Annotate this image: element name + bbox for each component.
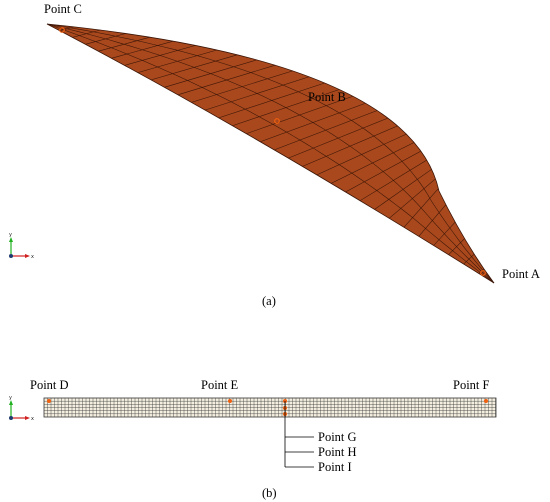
axis-triad-b: y x [9, 395, 34, 422]
point-d-label: Point D [30, 378, 69, 392]
axis-x-label-b: x [31, 416, 34, 422]
point-e-marker [228, 399, 232, 403]
point-g-label: Point G [318, 430, 357, 444]
mesh-b-lines [44, 398, 496, 417]
point-e-label: Point E [201, 378, 239, 392]
axis-y-label-b: y [9, 395, 12, 401]
axis-triad-a: y x [9, 232, 34, 260]
point-h-label: Point H [318, 445, 357, 459]
mesh-line [46, 23, 495, 284]
caption-b: (b) [262, 486, 277, 500]
point-d-marker [47, 399, 51, 403]
panel-b: Point D Point E Point F Point G Point H … [9, 378, 497, 500]
mesh-a-lines [46, 23, 495, 284]
leader-lines [284, 401, 314, 468]
point-c-label: Point C [44, 2, 82, 16]
point-a-marker [480, 270, 486, 276]
point-a-label: Point A [502, 267, 540, 281]
point-i-label: Point I [318, 460, 352, 474]
axis-y-label-a: y [9, 232, 12, 238]
caption-a: (a) [262, 294, 276, 308]
mesh-line [46, 23, 495, 284]
point-c-marker [59, 27, 65, 33]
point-f-label: Point F [453, 378, 490, 392]
axis-x-label-a: x [31, 254, 34, 260]
point-f-marker [484, 399, 488, 403]
deformed-mesh-a [46, 23, 495, 284]
point-b-label: Point B [308, 90, 346, 104]
mesh-line [46, 23, 495, 284]
panel-a: Point C Point B Point A y x (a) [9, 2, 540, 308]
point-b-marker [274, 118, 280, 124]
